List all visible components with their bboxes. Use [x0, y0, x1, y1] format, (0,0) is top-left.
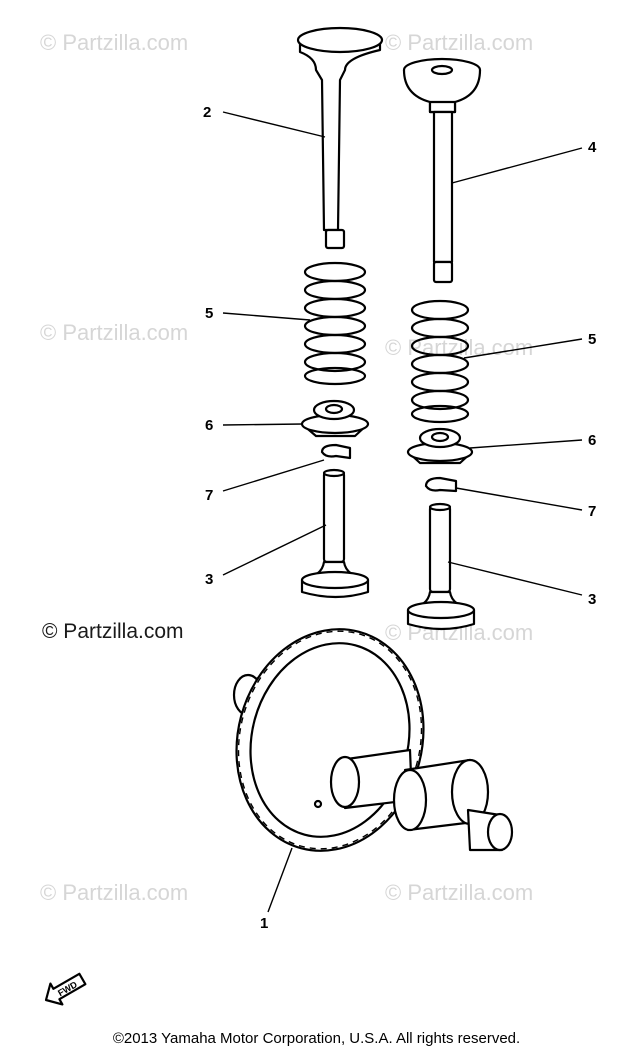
callout-7-right: 7	[588, 503, 596, 520]
retainer-right	[406, 427, 474, 465]
callout-6-right: 6	[588, 432, 596, 449]
watermark: © Partzilla.com	[385, 880, 533, 905]
callout-1: 1	[260, 915, 268, 932]
callout-4: 4	[588, 139, 597, 156]
callout-3-right: 3	[588, 591, 596, 608]
leader-line	[222, 312, 311, 321]
watermark: © Partzilla.com	[385, 30, 533, 55]
upper-right-valve	[402, 57, 482, 284]
watermark: © Partzilla.com	[40, 30, 188, 55]
callout-6-left: 6	[205, 417, 213, 434]
cotter-right	[424, 476, 458, 493]
leader-line	[469, 439, 583, 449]
leader-line	[222, 111, 326, 138]
leader-line	[267, 847, 293, 913]
leader-line	[222, 524, 327, 576]
callout-2: 2	[203, 104, 211, 121]
callout-numbers: 2 4 5 5 6 6 7 7 3 3 1	[203, 104, 597, 932]
camshaft-gear	[232, 628, 514, 852]
intake-valve	[296, 26, 384, 250]
copyright-text: ©2013 Yamaha Motor Corporation, U.S.A. A…	[112, 1030, 521, 1047]
exhaust-valve-left	[300, 468, 370, 599]
callout-3-left: 3	[205, 571, 213, 588]
leader-line	[463, 338, 583, 359]
watermark-main: © Partzilla.com	[42, 620, 184, 643]
leader-lines	[222, 111, 583, 913]
spring-right	[410, 299, 470, 424]
retainer-left	[300, 399, 370, 438]
exhaust-valve-right	[406, 502, 476, 631]
leader-line	[451, 147, 583, 184]
callout-5-left: 5	[205, 305, 213, 322]
fwd-arrow-icon: FWD	[44, 972, 87, 1006]
spring-left	[303, 261, 367, 386]
callout-5-right: 5	[588, 331, 596, 348]
leader-line	[455, 487, 583, 511]
leader-line	[447, 561, 583, 596]
watermark: © Partzilla.com	[40, 880, 188, 905]
leader-line	[222, 423, 304, 426]
watermark: © Partzilla.com	[40, 320, 188, 345]
cotter-left	[320, 443, 352, 460]
leader-line	[222, 459, 325, 492]
callout-7-left: 7	[205, 487, 213, 504]
